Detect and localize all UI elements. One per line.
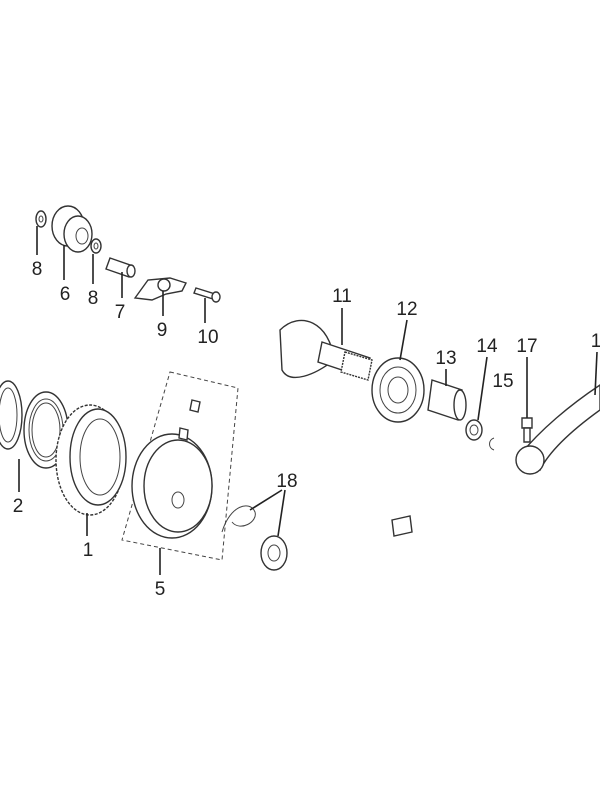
- callout-5: 5: [155, 579, 166, 600]
- callout-9: 9: [157, 320, 168, 341]
- washer-8a: [35, 210, 47, 228]
- gear-6: [51, 205, 93, 253]
- callout-12: 12: [396, 299, 417, 320]
- kick-lever-16: [515, 384, 600, 475]
- washer-14: [465, 419, 483, 441]
- spring-12: [371, 357, 425, 423]
- callout-14: 14: [476, 336, 498, 357]
- ring-left: [0, 380, 23, 450]
- kick-shaft-11: [279, 319, 373, 381]
- callout-10: 10: [197, 327, 218, 348]
- pin-7: [105, 257, 136, 278]
- callout-13: 13: [435, 348, 456, 369]
- clutch-assembly-5: [121, 371, 239, 561]
- callout-8a: 8: [32, 259, 43, 280]
- callout-2: 2: [13, 496, 24, 517]
- washer-8b: [90, 238, 102, 254]
- callout-1: 1: [83, 540, 94, 561]
- arm-9: [133, 277, 187, 301]
- leader-lines: [18, 226, 598, 575]
- callout-15: 15: [492, 371, 513, 392]
- callout-17: 17: [516, 336, 537, 357]
- gear-1: [55, 404, 127, 516]
- circlip-15: [489, 437, 495, 451]
- bolt-10: [193, 287, 221, 303]
- small-part: [391, 515, 413, 537]
- callout-16: 1: [591, 331, 600, 352]
- bushing-13: [427, 379, 467, 421]
- callout-11: 11: [332, 286, 352, 307]
- callout-7: 7: [115, 302, 126, 323]
- callout-6: 6: [60, 284, 71, 305]
- nut-18: [260, 535, 288, 571]
- spring-clip-18: [221, 505, 256, 533]
- callout-8b: 8: [88, 288, 99, 309]
- callout-18: 18: [276, 471, 297, 492]
- bolt-17: [521, 417, 533, 443]
